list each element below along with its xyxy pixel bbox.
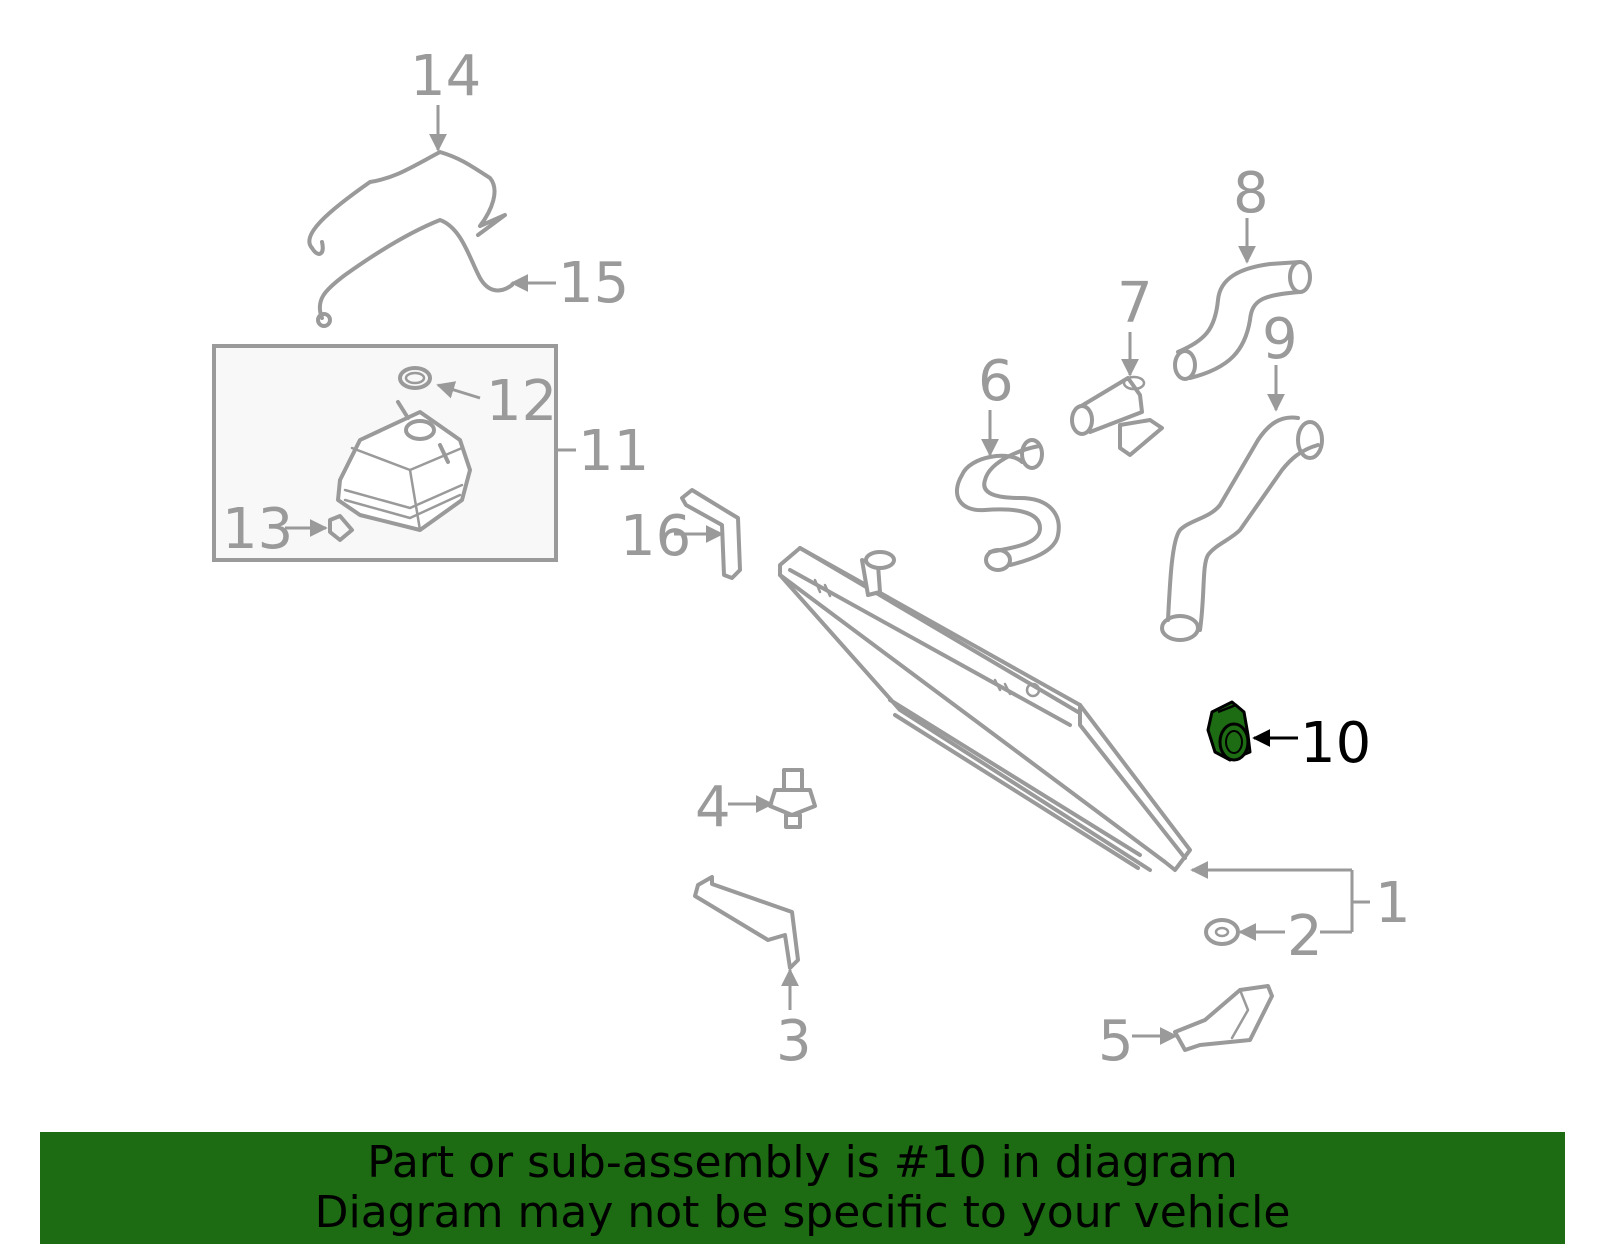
callout-9: 9 bbox=[1262, 307, 1298, 372]
part-11-reservoir-assembly: 11 bbox=[212, 344, 649, 562]
part-9-hose: 9 bbox=[1160, 307, 1324, 642]
banner-line-2: Diagram may not be specific to your vehi… bbox=[314, 1187, 1291, 1238]
callout-8: 8 bbox=[1233, 161, 1269, 226]
callout-12: 12 bbox=[486, 369, 557, 434]
callout-6: 6 bbox=[978, 349, 1014, 414]
callout-15: 15 bbox=[558, 251, 629, 316]
part-2-grommet: 2 bbox=[1204, 904, 1352, 969]
callout-14: 14 bbox=[410, 44, 481, 109]
part-7-outlet: 7 bbox=[1070, 271, 1164, 457]
part-6-hose: 6 bbox=[955, 349, 1061, 572]
part-15-hose: 15 bbox=[316, 218, 629, 328]
part-8-hose: 8 bbox=[1173, 161, 1312, 381]
callout-11: 11 bbox=[578, 419, 649, 484]
info-banner: Part or sub-assembly is #10 in diagram D… bbox=[40, 1132, 1565, 1244]
banner-line-1: Part or sub-assembly is #10 in diagram bbox=[367, 1137, 1238, 1188]
part-1-radiator: 1 bbox=[778, 546, 1411, 936]
part-5-bracket: 5 bbox=[1098, 984, 1274, 1074]
part-4-bolt: 4 bbox=[695, 768, 817, 840]
part-12-seal: 12 bbox=[398, 366, 557, 434]
callout-3: 3 bbox=[776, 1009, 812, 1074]
callout-13: 13 bbox=[222, 497, 293, 562]
callout-10: 10 bbox=[1300, 711, 1371, 776]
part-3-bracket: 3 bbox=[693, 875, 812, 1074]
callout-4: 4 bbox=[695, 775, 731, 840]
part-13-clip: 13 bbox=[222, 497, 354, 562]
callout-16: 16 bbox=[620, 504, 691, 569]
callout-5: 5 bbox=[1098, 1009, 1134, 1074]
callout-2: 2 bbox=[1287, 904, 1323, 969]
callout-1: 1 bbox=[1375, 871, 1411, 936]
part-14-hose: 14 bbox=[307, 44, 507, 256]
part-10-hose-clamp: 10 bbox=[1206, 700, 1371, 776]
part-16-bracket: 16 bbox=[620, 488, 742, 580]
callout-7: 7 bbox=[1117, 271, 1153, 336]
